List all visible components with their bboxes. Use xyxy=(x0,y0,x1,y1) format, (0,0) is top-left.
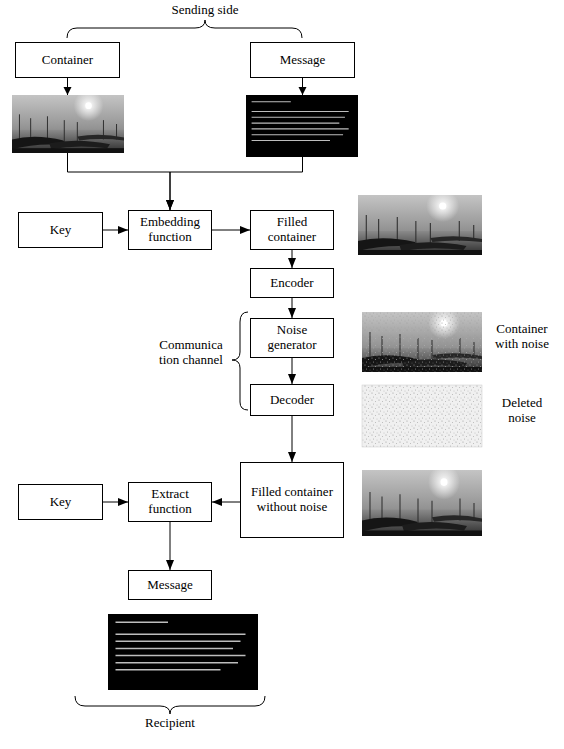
caption-label: Deleted noise xyxy=(492,396,552,426)
caption-label: Communica tion channel xyxy=(155,338,227,368)
message-image xyxy=(246,95,358,157)
noise-image xyxy=(362,385,482,447)
arrow-connector xyxy=(103,502,128,503)
filled-container-photo xyxy=(358,190,482,255)
process-box: Key xyxy=(18,484,103,520)
process-box: Encoder xyxy=(250,268,334,298)
box-text: Embedding function xyxy=(134,215,206,245)
brace xyxy=(232,312,248,410)
restored-photo xyxy=(362,465,482,537)
arrow-connector xyxy=(292,298,293,318)
process-box: Filled container xyxy=(250,210,334,250)
process-box: Key xyxy=(18,212,103,248)
container-photo xyxy=(12,90,124,153)
box-text: Decoder xyxy=(270,393,314,408)
arrow-connector xyxy=(103,230,128,231)
arrow-connector xyxy=(170,522,171,570)
box-text: Filled container xyxy=(256,215,328,245)
process-box: Noise generator xyxy=(250,318,334,358)
arrow-connector xyxy=(292,416,293,462)
box-text: Key xyxy=(50,223,72,238)
process-box: Filled container without noise xyxy=(240,462,344,538)
box-text: Container xyxy=(42,53,93,68)
process-box: Container xyxy=(15,42,120,78)
brace xyxy=(75,696,265,714)
arrow-connector xyxy=(292,358,293,384)
message-image xyxy=(108,614,258,690)
process-box: Extract function xyxy=(128,482,212,522)
noisy-photo xyxy=(362,307,482,372)
arrow-connector xyxy=(212,230,250,231)
process-box: Decoder xyxy=(250,384,334,416)
brace xyxy=(67,20,302,38)
arrow-head xyxy=(64,87,72,95)
box-text: Message xyxy=(280,53,326,68)
caption-label: Recipient xyxy=(110,716,230,731)
caption-label: Container with noise xyxy=(488,322,556,352)
arrow-head xyxy=(299,87,307,95)
caption-label: Sending side xyxy=(130,3,280,18)
arrow-connector xyxy=(292,250,293,268)
arrow-connector xyxy=(212,502,240,503)
process-box: Message xyxy=(250,42,355,78)
box-text: Encoder xyxy=(270,276,313,291)
box-text: Key xyxy=(50,495,72,510)
box-text: Noise generator xyxy=(256,323,328,353)
box-text: Extract function xyxy=(134,487,206,517)
process-box: Embedding function xyxy=(128,210,212,250)
box-text: Message xyxy=(147,578,193,593)
process-box: Message xyxy=(128,570,212,600)
box-text: Filled container without noise xyxy=(246,485,338,515)
